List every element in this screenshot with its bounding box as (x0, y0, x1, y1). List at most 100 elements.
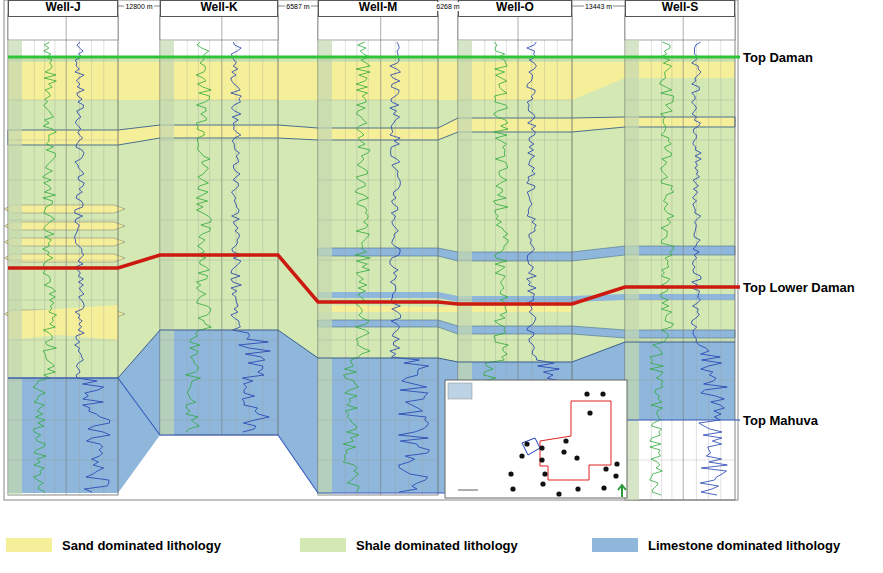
grid-line (625, 180, 735, 181)
grid-line (625, 220, 735, 221)
grid-line (160, 180, 278, 181)
horizon-label: Top Daman (743, 50, 813, 65)
well-name: Well-K (200, 0, 237, 14)
grid-line (8, 180, 118, 181)
grid-line (8, 460, 118, 461)
legend-text: Sand dominated lithology (62, 538, 221, 553)
grid-line (458, 60, 572, 61)
well-name-box: Well-O (458, 0, 572, 17)
well-dot (584, 391, 589, 396)
well-dot (587, 410, 592, 415)
grid-line (458, 180, 572, 181)
horizon-line (735, 419, 740, 420)
grid-line (160, 300, 278, 301)
grid-line (458, 140, 572, 141)
grid-line (422, 40, 423, 495)
grid-line (395, 40, 396, 495)
grid-line (318, 100, 438, 101)
gr-log (186, 42, 212, 432)
grid-line (236, 40, 237, 435)
well-track (8, 0, 118, 495)
well-name-box: Well-K (160, 0, 278, 17)
north-arrow (618, 485, 626, 497)
grid-line (625, 140, 735, 141)
legend-swatch (592, 538, 638, 552)
grid-line (625, 60, 735, 61)
sand-band (318, 305, 572, 312)
well-dot (510, 486, 515, 491)
grid-line (8, 100, 118, 101)
well-dot (519, 453, 524, 458)
well-name-box: Well-J (8, 0, 118, 17)
well-dot (508, 471, 513, 476)
horizon-line (735, 285, 740, 289)
legend-swatch (6, 538, 52, 552)
track-divider (221, 15, 222, 435)
grid-line (160, 420, 278, 421)
grid-line (458, 340, 572, 341)
grid-line (8, 300, 118, 301)
well-name: Well-O (496, 0, 534, 14)
well-dot (600, 391, 605, 396)
resistivity-log (692, 42, 728, 495)
depth-track (318, 40, 332, 495)
grid-line (708, 40, 709, 500)
well-dot (614, 461, 619, 466)
sand-lens (8, 305, 118, 340)
well-dot (539, 457, 544, 462)
grid-line (318, 460, 438, 461)
grid-line (345, 40, 346, 495)
grid-line (318, 420, 438, 421)
well-dot (556, 491, 561, 496)
well-dot (561, 449, 566, 454)
field-outline (522, 438, 540, 455)
grid-line (318, 380, 438, 381)
grid-line (198, 40, 199, 435)
well-dot (542, 471, 547, 476)
distance-label: 12800 m (124, 2, 153, 11)
well-header (318, 15, 438, 40)
scale-bar (458, 490, 478, 491)
well-track (160, 0, 278, 435)
grid-line (368, 40, 369, 495)
grid-line (8, 380, 118, 381)
grid-line (625, 380, 735, 381)
well-name: Well-S (662, 0, 698, 14)
sand-lens (4, 254, 125, 262)
horizon-line (735, 56, 740, 59)
grid-line (625, 300, 735, 301)
depth-track (160, 40, 174, 435)
grid-line (318, 180, 438, 181)
location-map (448, 383, 472, 399)
grid-line (318, 340, 438, 341)
legend-text: Shale dominated lithology (356, 538, 518, 553)
horizon-label: Top Mahuva (743, 413, 818, 428)
well-header (458, 15, 572, 40)
well-name-box: Well-S (625, 0, 735, 17)
well-dot (575, 486, 580, 491)
well-track (318, 0, 438, 495)
grid-line (8, 60, 118, 61)
grid-line (318, 260, 438, 261)
grid-line (8, 220, 118, 221)
grid-line (249, 40, 250, 435)
grid-line (160, 380, 278, 381)
sand-lens (4, 205, 125, 213)
grid-line (8, 260, 118, 261)
grid-line (8, 140, 118, 141)
grid-line (408, 40, 409, 495)
track-divider (683, 15, 684, 500)
resistivity-log (390, 42, 430, 492)
well-track (625, 0, 735, 500)
grid-line (458, 260, 572, 261)
resistivity-log (231, 42, 270, 432)
grid-line (720, 40, 721, 500)
horizon-line (8, 330, 735, 378)
grid-line (625, 340, 735, 341)
grid-line (160, 220, 278, 221)
horizon-label: Top Lower Daman (743, 280, 855, 295)
grid-line (625, 100, 735, 101)
well-header (160, 15, 278, 40)
well-dot (524, 441, 529, 446)
panel-frame (4, 0, 738, 500)
